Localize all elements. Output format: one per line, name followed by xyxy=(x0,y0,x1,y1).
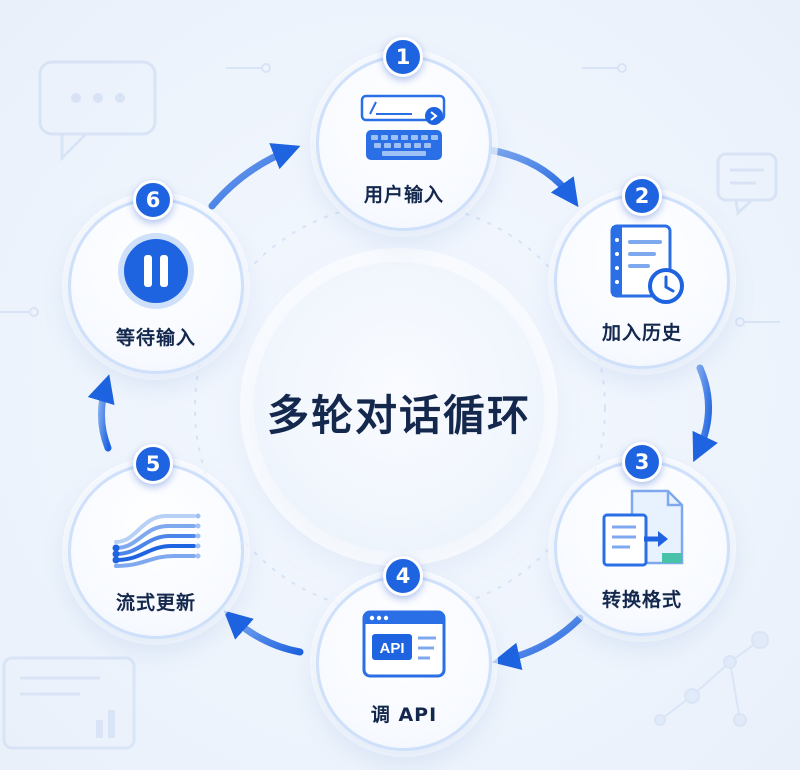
step-label-waiting-input: 等待输入 xyxy=(115,327,196,349)
arrow-6-to-1 xyxy=(208,143,301,210)
arrow-4-to-5 xyxy=(223,610,304,656)
orbit-dashed-ring xyxy=(194,202,606,614)
step-badge-3: 3 xyxy=(622,442,662,482)
network-nodes-icon xyxy=(654,631,769,727)
step-label-streaming-update: 流式更新 xyxy=(115,592,196,614)
history-notebook-icon xyxy=(610,224,684,304)
arrow-5-to-6 xyxy=(87,374,115,452)
center-hub: 多轮对话循环 xyxy=(254,262,544,552)
arrow-3-to-4 xyxy=(492,614,584,671)
api-icon-text: API xyxy=(379,640,404,657)
diagram-title: 多轮对话循环 xyxy=(266,391,531,440)
step-badge-2: 2 xyxy=(622,176,662,216)
pause-icon xyxy=(118,233,194,309)
connector-dots xyxy=(0,63,780,327)
step-node-waiting-input: 等待输入 xyxy=(68,198,244,374)
step-badge-6: 6 xyxy=(133,180,173,220)
step-badge-5: 5 xyxy=(133,444,173,484)
step-badge-4: 4 xyxy=(383,556,423,596)
step-node-call-api: API 调 API xyxy=(316,575,492,751)
step-node-user-input: 用户输入 xyxy=(316,55,492,231)
api-window-icon: API xyxy=(362,610,446,678)
stream-lines-icon xyxy=(112,513,201,568)
step-node-streaming-update: 流式更新 xyxy=(68,463,244,639)
arrow-2-to-3 xyxy=(692,364,718,463)
chat-bubble-icon xyxy=(38,60,157,162)
keyboard-icon xyxy=(360,94,446,160)
arrow-1-to-2 xyxy=(486,146,579,208)
dashboard-panel-icon xyxy=(2,656,136,750)
step-label-convert-format: 转换格式 xyxy=(601,589,682,611)
step-label-user-input: 用户输入 xyxy=(363,184,444,206)
step-label-call-api: 调 API xyxy=(370,704,438,726)
step-node-convert-format: 转换格式 xyxy=(554,460,730,636)
message-icon xyxy=(716,152,778,217)
convert-document-icon xyxy=(602,489,684,567)
step-badge-1: 1 xyxy=(383,37,423,77)
step-label-add-history: 加入历史 xyxy=(601,322,682,344)
step-node-add-history: 加入历史 xyxy=(554,193,730,369)
